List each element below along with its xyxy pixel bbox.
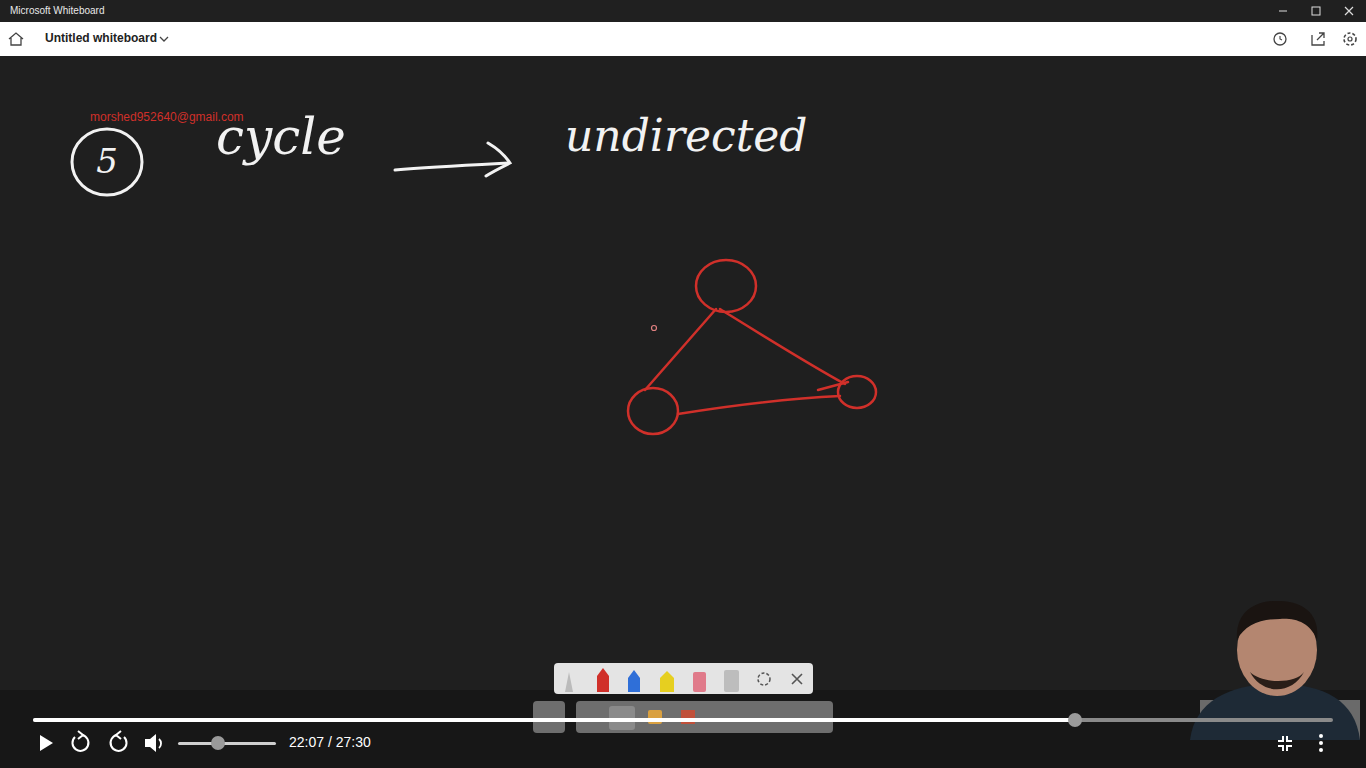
- chevron-icon: [160, 37, 168, 41]
- play-icon: [40, 735, 53, 751]
- volume-knob: [211, 736, 225, 750]
- restore-icon: [1312, 7, 1320, 15]
- node-text: 5: [96, 143, 118, 180]
- settings-icon: [1344, 33, 1356, 45]
- webcam-hair: [1237, 601, 1317, 640]
- graph-edge-stub: [818, 382, 848, 390]
- circled-number: 5: [70, 127, 144, 197]
- hand-arrowhead: [486, 143, 510, 176]
- hand-arrow: [395, 163, 508, 170]
- menu-dot: [1319, 741, 1323, 745]
- graph-vertex: [838, 376, 876, 408]
- close-icon: [1345, 7, 1353, 15]
- pen-icon: [628, 670, 640, 692]
- progress-track: [33, 718, 1333, 722]
- progress-knob: [1068, 713, 1082, 727]
- volume-track: [178, 742, 276, 745]
- share-icon: [1312, 33, 1324, 45]
- volume-wave: [159, 739, 161, 748]
- timer-hand: [1280, 36, 1282, 40]
- webcam-beard: [1250, 672, 1304, 689]
- graph-vertex: [628, 388, 678, 434]
- time-display: 22:07 / 27:30: [289, 735, 371, 750]
- menu-dot: [1319, 734, 1323, 738]
- graph-vertex: [696, 260, 756, 312]
- graph-edge: [645, 309, 716, 390]
- handwritten-word: cycle: [216, 110, 346, 165]
- eraser-icon: [693, 672, 706, 692]
- window-title: Microsoft Whiteboard: [10, 5, 104, 16]
- fullscreen-exit-icon: [1278, 736, 1292, 751]
- main-toolbar: [576, 701, 833, 733]
- lasso-icon: [758, 673, 770, 685]
- handwritten-word: undirected: [565, 112, 808, 160]
- pen-toolbar: [554, 663, 813, 694]
- settings-hub: [1348, 37, 1352, 41]
- undo-button: [533, 701, 565, 733]
- ruler-icon: [724, 670, 739, 692]
- graph-edge: [720, 309, 845, 384]
- highlighter-icon: [660, 671, 674, 692]
- header-bar: [0, 22, 1366, 56]
- pen-icon: [565, 672, 573, 692]
- title-bar: [0, 0, 1366, 22]
- timer-icon: [1274, 33, 1286, 45]
- progress-played: [33, 718, 1075, 722]
- rewind-arrow: [78, 731, 83, 739]
- minimize-icon: [1279, 11, 1287, 12]
- home-icon: [9, 33, 23, 45]
- close-toolbar-icon: [792, 674, 802, 684]
- board-name: Untitled whiteboard: [45, 32, 157, 45]
- cycle-graph: [628, 260, 876, 434]
- pen-icon: [597, 668, 609, 692]
- volume-icon: [145, 734, 156, 752]
- forward-arrow: [116, 731, 121, 739]
- player-shade: [0, 690, 1366, 768]
- pen-cursor: [652, 326, 657, 331]
- node-ellipse: [72, 129, 142, 195]
- menu-dot: [1319, 748, 1323, 752]
- graph-edge: [678, 396, 840, 414]
